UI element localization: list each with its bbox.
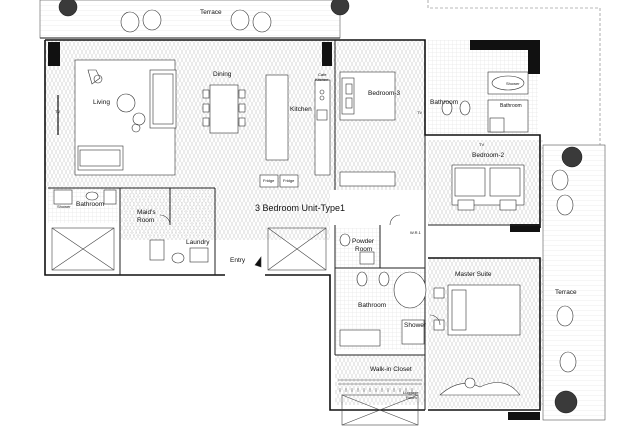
label-shower-small: Shower bbox=[506, 81, 520, 86]
label-fridge-2: Fridge bbox=[283, 178, 295, 183]
label-luggage-2: Room bbox=[406, 395, 417, 400]
label-walkin-closet: Walk-in Closet bbox=[370, 366, 412, 373]
label-bedroom3: Bedroom-3 bbox=[368, 90, 401, 97]
label-master-suite: Master Suite bbox=[455, 271, 492, 278]
label-bedroom2: Bedroom-2 bbox=[472, 152, 505, 159]
label-bathroom-left: Bathroom bbox=[76, 201, 105, 208]
shafts bbox=[51, 227, 419, 426]
label-bathroom-top-right: Bathroom bbox=[500, 103, 522, 109]
columns bbox=[48, 40, 540, 420]
label-wr: W.R.1 bbox=[410, 230, 421, 235]
living-furniture bbox=[57, 59, 177, 176]
terrace-furniture bbox=[120, 9, 577, 373]
label-powder-room-1: Powder bbox=[352, 238, 375, 245]
powder-room-fixtures bbox=[339, 233, 375, 265]
label-dining: Dining bbox=[213, 71, 232, 78]
bedroom3-furniture bbox=[339, 71, 396, 187]
label-tv-bedroom3: TV bbox=[417, 110, 423, 115]
closet-shelving bbox=[338, 379, 422, 392]
doors bbox=[159, 214, 441, 326]
terrace-right bbox=[427, 0, 606, 421]
label-maids-room-2: Room bbox=[137, 217, 155, 224]
label-terrace-top: Terrace bbox=[200, 9, 222, 16]
label-entry: Entry bbox=[230, 257, 246, 264]
dining-table bbox=[202, 84, 246, 134]
label-luggage-1: Luggage bbox=[403, 390, 419, 395]
bathroom-left-fixtures bbox=[53, 189, 209, 264]
label-bathroom-master: Bathroom bbox=[358, 302, 387, 309]
label-laundry: Laundry bbox=[186, 239, 210, 246]
label-shower-master: Shower bbox=[404, 322, 427, 329]
label-living: Living bbox=[93, 99, 110, 106]
plan-title: 3 Bedroom Unit-Type1 bbox=[255, 203, 346, 213]
master-suite-furniture bbox=[433, 284, 521, 396]
label-tv-living: TV bbox=[55, 109, 61, 114]
bathroom-top-fixtures bbox=[441, 71, 529, 133]
label-fridge-1: Fridge bbox=[263, 178, 275, 183]
trees bbox=[58, 0, 583, 414]
master-bathroom-fixtures bbox=[339, 271, 427, 347]
interior-walls bbox=[48, 40, 540, 410]
label-terrace-right: Terrace bbox=[555, 289, 577, 296]
label-powder-room-2: Room bbox=[355, 246, 373, 253]
bedroom2-furniture bbox=[451, 164, 525, 211]
label-kitchen: Kitchen bbox=[290, 106, 312, 113]
label-bathroom-top: Bathroom bbox=[430, 99, 459, 106]
label-shower-left: Shower bbox=[57, 204, 71, 209]
label-cafe-kitchen-1: Cafe bbox=[318, 72, 327, 77]
kitchen-fixtures bbox=[259, 74, 331, 188]
label-cafe-kitchen-2: Kitchen bbox=[315, 77, 329, 82]
label-tv-bedroom2: TV bbox=[479, 142, 485, 147]
terrace-top bbox=[39, 0, 341, 39]
label-maids-room-1: Maid's bbox=[137, 209, 156, 216]
